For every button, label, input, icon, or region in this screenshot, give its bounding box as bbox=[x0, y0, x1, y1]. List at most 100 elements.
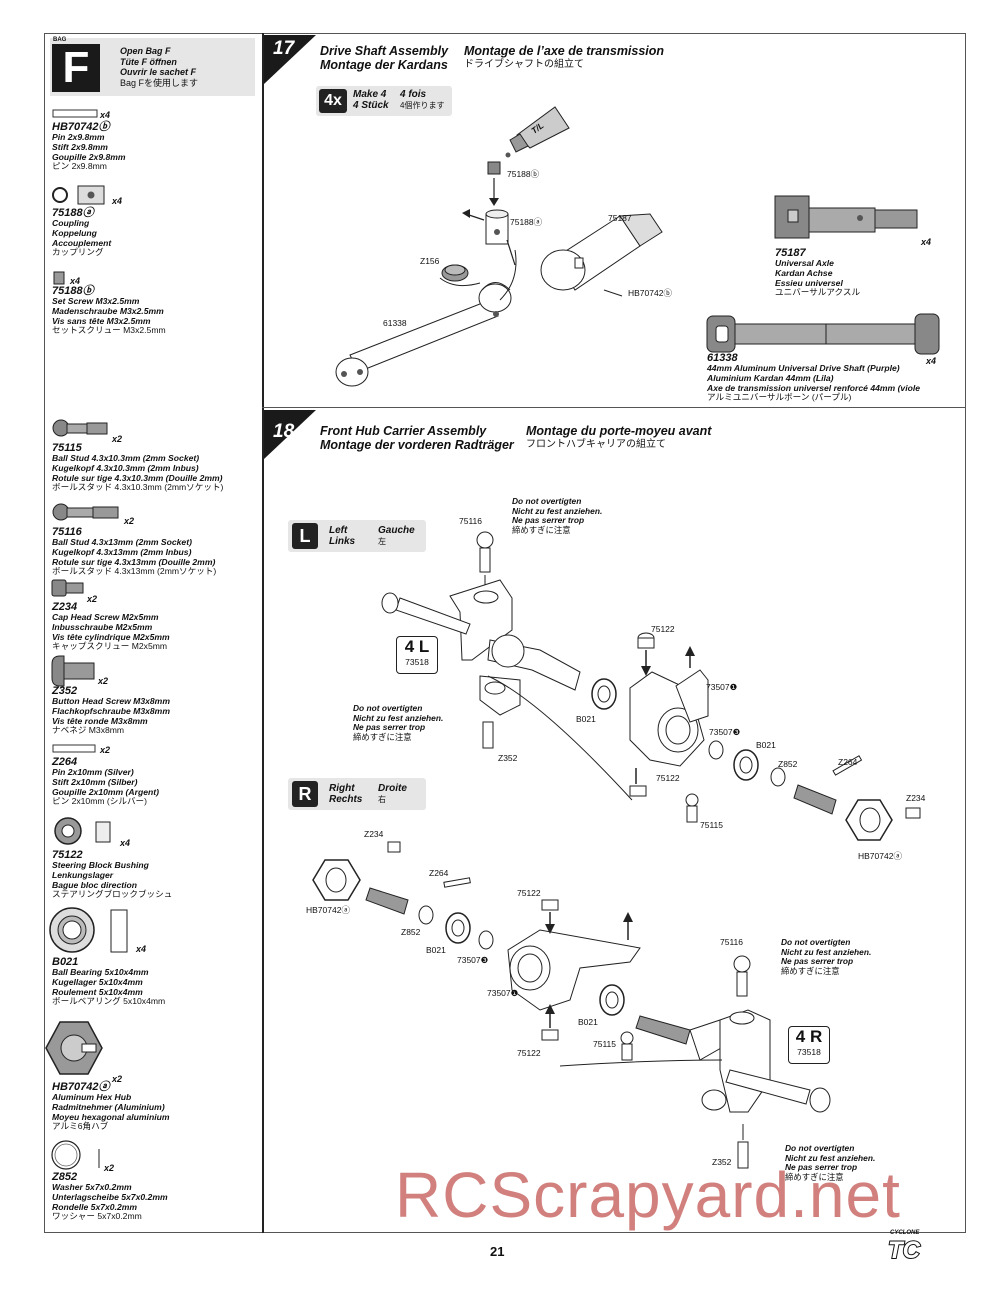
label-r-f: 73507❸ bbox=[457, 955, 489, 965]
part-qty: x2 bbox=[124, 516, 135, 526]
label-l-k: 75122 bbox=[656, 773, 680, 783]
part-qty: x2 bbox=[87, 594, 98, 604]
step-divider bbox=[262, 407, 966, 408]
part-coupling: 75188ⓐ Coupling Koppelung Accouplement カ… bbox=[52, 207, 112, 258]
label-l-i: Z264 bbox=[838, 757, 858, 767]
washer-icon bbox=[51, 1140, 81, 1170]
step-17-title-fr-jp: Montage de l’axe de transmission ドライブシャフ… bbox=[464, 44, 665, 70]
shaft-reference-icon bbox=[706, 313, 940, 355]
coupling-icon bbox=[485, 209, 509, 245]
make-4-text: Make 4 4 Stück bbox=[353, 89, 389, 111]
left-label: Left Links bbox=[329, 525, 356, 547]
label-axle: 75187 bbox=[608, 213, 632, 223]
label-r-b: Z264 bbox=[429, 868, 449, 878]
label-r-h: 73507❶ bbox=[487, 988, 519, 998]
axle-reference-icon bbox=[774, 195, 918, 239]
warning-right-stud: Do not overtigten Nicht zu fest anziehen… bbox=[781, 937, 872, 976]
part-qty: x2 bbox=[100, 745, 111, 755]
label-l-f: 73507❸ bbox=[709, 727, 741, 737]
page-number: 21 bbox=[490, 1244, 505, 1259]
callout-4l: 4 L 73518 bbox=[396, 636, 438, 674]
warning-top-left: Do not overtigten Nicht zu fest anziehen… bbox=[512, 496, 603, 535]
label-r-a: Z234 bbox=[364, 829, 384, 839]
part-set-screw: 75188ⓑ Set Screw M3x2.5mm Madenschraube … bbox=[52, 285, 166, 336]
label-r-m: Z352 bbox=[712, 1157, 732, 1167]
step-18-title-en-de: Front Hub Carrier Assembly Montage der v… bbox=[320, 424, 514, 452]
label-grease: Z156 bbox=[420, 256, 440, 266]
label-l-a: 75116 bbox=[459, 516, 483, 526]
label-r-d: Z852 bbox=[401, 927, 421, 937]
pin-icon bbox=[52, 109, 98, 118]
part-pin-silver: Z264 Pin 2x10mm (Silver) Stift 2x10mm (S… bbox=[52, 756, 159, 807]
universal-axle-icon bbox=[540, 213, 663, 291]
left-badge: L bbox=[292, 523, 318, 549]
step-18-number: 18 bbox=[273, 421, 295, 442]
part-qty: x4 bbox=[120, 838, 131, 848]
bag-letter: F bbox=[52, 44, 100, 92]
page-frame bbox=[44, 33, 966, 1233]
label-l-j: Z234 bbox=[906, 793, 926, 803]
label-l-c: 73507❶ bbox=[706, 682, 738, 692]
warning-left-screw: Do not overtigten Nicht zu fest anziehen… bbox=[353, 703, 444, 742]
label-coupling: 75188ⓐ bbox=[510, 217, 543, 227]
bag-tag: BAG bbox=[53, 37, 67, 43]
step-18-title-fr-jp: Montage du porte-moyeu avant フロントハブキャリアの… bbox=[526, 424, 712, 450]
label-pin: HB70742ⓑ bbox=[628, 288, 672, 298]
part-button-screw: Z352 Button Head Screw M3x8mm Flachkopfs… bbox=[52, 685, 170, 736]
part-hex-hub: HB70742ⓐ Aluminum Hex Hub Radmitnehmer (… bbox=[52, 1081, 170, 1132]
label-r-e: B021 bbox=[426, 945, 446, 955]
left-label-fr: Gauche 左 bbox=[378, 525, 415, 546]
part-washer: Z852 Washer 5x7x0.2mm Unterlagscheibe 5x… bbox=[52, 1171, 168, 1222]
step-18-marker bbox=[264, 410, 316, 459]
ref-shaft-qty: x4 bbox=[926, 356, 937, 366]
make-4-text-fr: 4 fois 4個作ります bbox=[400, 89, 445, 110]
part-qty: x4 bbox=[70, 276, 81, 286]
label-r-j: B021 bbox=[578, 1017, 598, 1027]
label-r-i: 75116 bbox=[720, 937, 744, 947]
label-set-screw: 75188ⓑ bbox=[507, 169, 540, 179]
label-l-g: B021 bbox=[756, 740, 776, 750]
ref-axle-desc: 75187 Universal Axle Kardan Achse Essieu… bbox=[775, 247, 861, 298]
button-screw-icon bbox=[51, 655, 65, 687]
part-bearing: B021 Ball Bearing 5x10x4mm Kugellager 5x… bbox=[52, 956, 166, 1007]
right-badge: R bbox=[292, 781, 318, 807]
label-r-g: 75122 bbox=[517, 888, 541, 898]
warning-right-screw: Do not overtigten Nicht zu fest anziehen… bbox=[785, 1143, 876, 1182]
label-l-h: Z852 bbox=[778, 759, 798, 769]
part-qty: x2 bbox=[104, 1163, 115, 1173]
callout-4r: 4 R 73518 bbox=[788, 1026, 830, 1064]
label-l-l: 75115 bbox=[700, 820, 724, 830]
part-cap-screw: Z234 Cap Head Screw M2x5mm Inbusschraube… bbox=[52, 601, 170, 652]
pin-silver-icon bbox=[52, 744, 96, 753]
label-r-c: HB70742ⓐ bbox=[306, 905, 350, 915]
left-hub-carrier-icon bbox=[381, 531, 921, 841]
threadlock-icon bbox=[509, 106, 570, 153]
ref-shaft-desc: 61338 44mm Aluminum Universal Drive Shaf… bbox=[707, 352, 921, 403]
part-pin: HB70742ⓑ Pin 2x9.8mm Stift 2x9.8mm Goupi… bbox=[52, 121, 126, 172]
step-17-title-en-de: Drive Shaft Assembly Montage der Kardans bbox=[320, 44, 449, 72]
part-ball-stud-75115: 75115 Ball Stud 4.3x10.3mm (2mm Socket) … bbox=[52, 442, 224, 493]
set-screw-icon bbox=[53, 271, 65, 285]
label-shaft: 61338 bbox=[383, 318, 407, 328]
label-l-m: HB70742ⓐ bbox=[858, 851, 902, 861]
part-qty: x4 bbox=[136, 944, 147, 954]
make-4-badge: 4x bbox=[319, 89, 347, 113]
drive-shaft-icon bbox=[335, 282, 512, 387]
part-qty: x2 bbox=[98, 676, 109, 686]
step-17-number: 17 bbox=[273, 38, 295, 59]
label-l-b: 75122 bbox=[651, 624, 675, 634]
label-r-k: 75115 bbox=[593, 1039, 617, 1049]
part-qty: x4 bbox=[112, 196, 123, 206]
column-divider bbox=[262, 33, 264, 1233]
set-screw-icon bbox=[487, 161, 501, 175]
label-l-e: Z352 bbox=[498, 753, 518, 763]
right-label: Right Rechts bbox=[329, 783, 363, 805]
watermark: RCScrapyard.net bbox=[395, 1159, 901, 1231]
part-qty: x2 bbox=[112, 434, 123, 444]
part-qty: x2 bbox=[112, 1074, 123, 1084]
part-bushing: 75122 Steering Block Bushing Lenkungslag… bbox=[52, 849, 173, 900]
step-17-marker bbox=[264, 35, 316, 84]
